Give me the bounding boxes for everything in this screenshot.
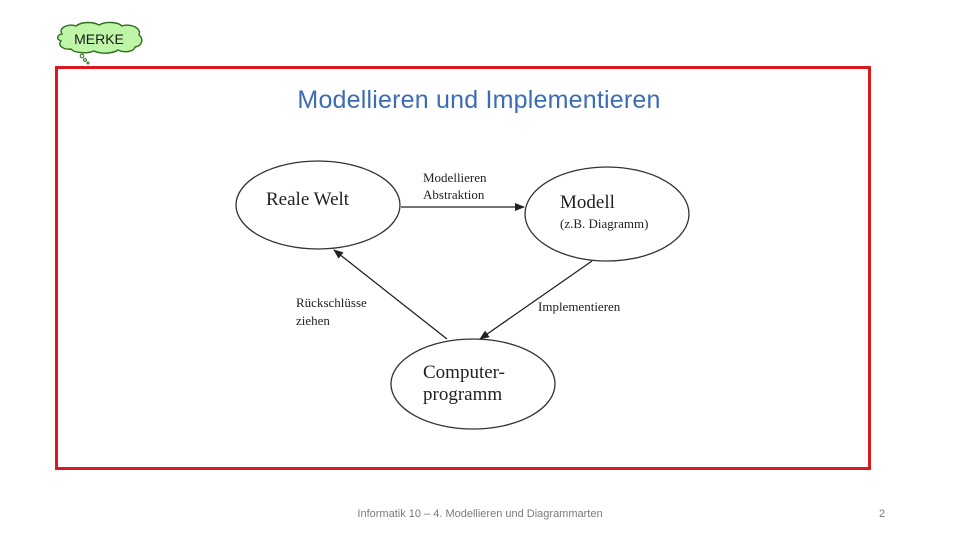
node-computerprogramm xyxy=(390,338,556,430)
node-label-modell-note: (z.B. Diagramm) xyxy=(560,216,648,231)
edge-label-modellieren: Modellieren xyxy=(423,170,487,185)
slide-title-text: Modellieren und Implementieren xyxy=(297,86,661,114)
edge-rueckschluesse xyxy=(333,249,448,340)
edge-label-rueckschluesse: Rückschlüsse xyxy=(296,295,367,310)
edge-implementieren xyxy=(479,260,593,340)
merke-label: MERKE xyxy=(74,31,124,47)
node-label-computer-line2: programm xyxy=(423,384,502,405)
edge-label-implementieren: Implementieren xyxy=(538,299,621,314)
node-modell xyxy=(524,166,690,262)
merke-bubble-icon: MERKE xyxy=(57,21,143,65)
node-reale-welt xyxy=(235,160,401,250)
node-label-computer-line1: Computer- xyxy=(423,362,505,383)
node-label-modell: Modell xyxy=(560,192,615,213)
page-number: 2 xyxy=(878,508,886,520)
footer-label: Informatik 10 – 4. Modellieren und Diagr… xyxy=(357,508,603,520)
edge-label-abstraktion: Abstraktion xyxy=(423,187,485,202)
footer-text: Informatik 10 – 4. Modellieren und Diagr… xyxy=(0,508,960,520)
content-frame xyxy=(55,66,871,470)
slide-title: Modellieren und Implementieren xyxy=(0,86,960,115)
merke-badge: MERKE xyxy=(54,20,146,66)
edge-label-ziehen: ziehen xyxy=(296,313,330,328)
node-label-reale-welt: Reale Welt xyxy=(266,189,350,210)
